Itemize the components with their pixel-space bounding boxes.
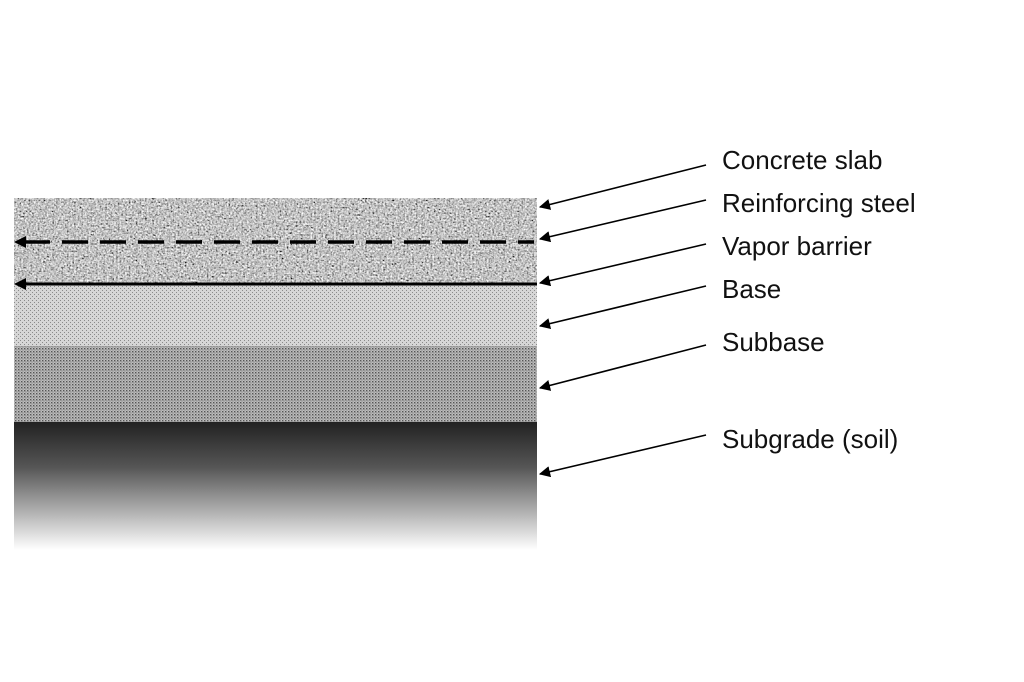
label-concrete-slab: Concrete slab bbox=[722, 145, 883, 175]
label-subbase: Subbase bbox=[722, 327, 825, 357]
label-vapor-barrier: Vapor barrier bbox=[722, 231, 872, 261]
label-base: Base bbox=[722, 274, 782, 304]
vapor-barrier-end-arrow bbox=[14, 278, 26, 290]
subbase-layer bbox=[14, 346, 537, 422]
label-reinforcing-steel: Reinforcing steel bbox=[722, 188, 916, 218]
label-subgrade: Subgrade (soil) bbox=[722, 424, 899, 454]
subgrade-layer bbox=[14, 422, 537, 550]
leader-arrow-reinforcing-steel bbox=[538, 199, 707, 243]
reinforcing-steel-end-arrow bbox=[14, 236, 26, 248]
leader-arrow-subbase bbox=[538, 344, 707, 391]
leader-arrow-base bbox=[538, 285, 707, 330]
leader-arrow-subgrade bbox=[538, 434, 707, 478]
leader-arrow-concrete-slab bbox=[538, 164, 707, 210]
base-layer bbox=[14, 284, 537, 346]
leader-arrow-vapor-barrier bbox=[538, 243, 707, 287]
